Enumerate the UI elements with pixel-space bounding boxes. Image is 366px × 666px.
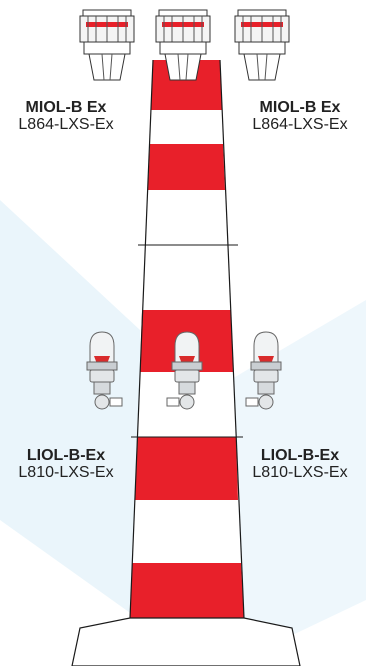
low-intensity-obstruction-light-icon [166, 331, 203, 410]
miol-left-model: MIOL-B Ex [25, 99, 107, 116]
low-intensity-obstruction-light-icon [86, 331, 123, 410]
liol-left-model: LIOL-B-Ex [26, 447, 106, 464]
miol-right-code: L864-LXS-Ex [252, 115, 348, 133]
miol-left-label: MIOL-B Ex L864-LXS-Ex [0, 99, 132, 134]
tower-stripe [130, 563, 244, 618]
liol-right-model: LIOL-B-Ex [260, 447, 340, 464]
tower-stripe [132, 500, 241, 563]
tower-stripe [144, 190, 229, 245]
tower-stripe [148, 144, 225, 190]
tower-outline-right [219, 59, 245, 619]
liol-left-label: LIOL-B-Ex L810-LXS-Ex [0, 447, 132, 482]
tower-outline-left [129, 59, 154, 619]
liol-right-code: L810-LXS-Ex [252, 463, 348, 481]
medium-intensity-obstruction-light-icon [234, 9, 290, 81]
tower-stripe [142, 245, 231, 310]
chimney-base [71, 617, 301, 666]
miol-right-model: MIOL-B Ex [259, 99, 341, 116]
medium-intensity-obstruction-light-icon [155, 9, 211, 81]
tower-stripe [150, 110, 223, 144]
liol-right-label: LIOL-B-Ex L810-LXS-Ex [234, 447, 366, 482]
miol-right-label: MIOL-B Ex L864-LXS-Ex [234, 99, 366, 134]
tower-stripe [135, 437, 238, 500]
medium-intensity-obstruction-light-icon [79, 9, 135, 81]
miol-left-code: L864-LXS-Ex [18, 115, 114, 133]
low-intensity-obstruction-light-icon [245, 331, 282, 410]
liol-left-code: L810-LXS-Ex [18, 463, 114, 481]
